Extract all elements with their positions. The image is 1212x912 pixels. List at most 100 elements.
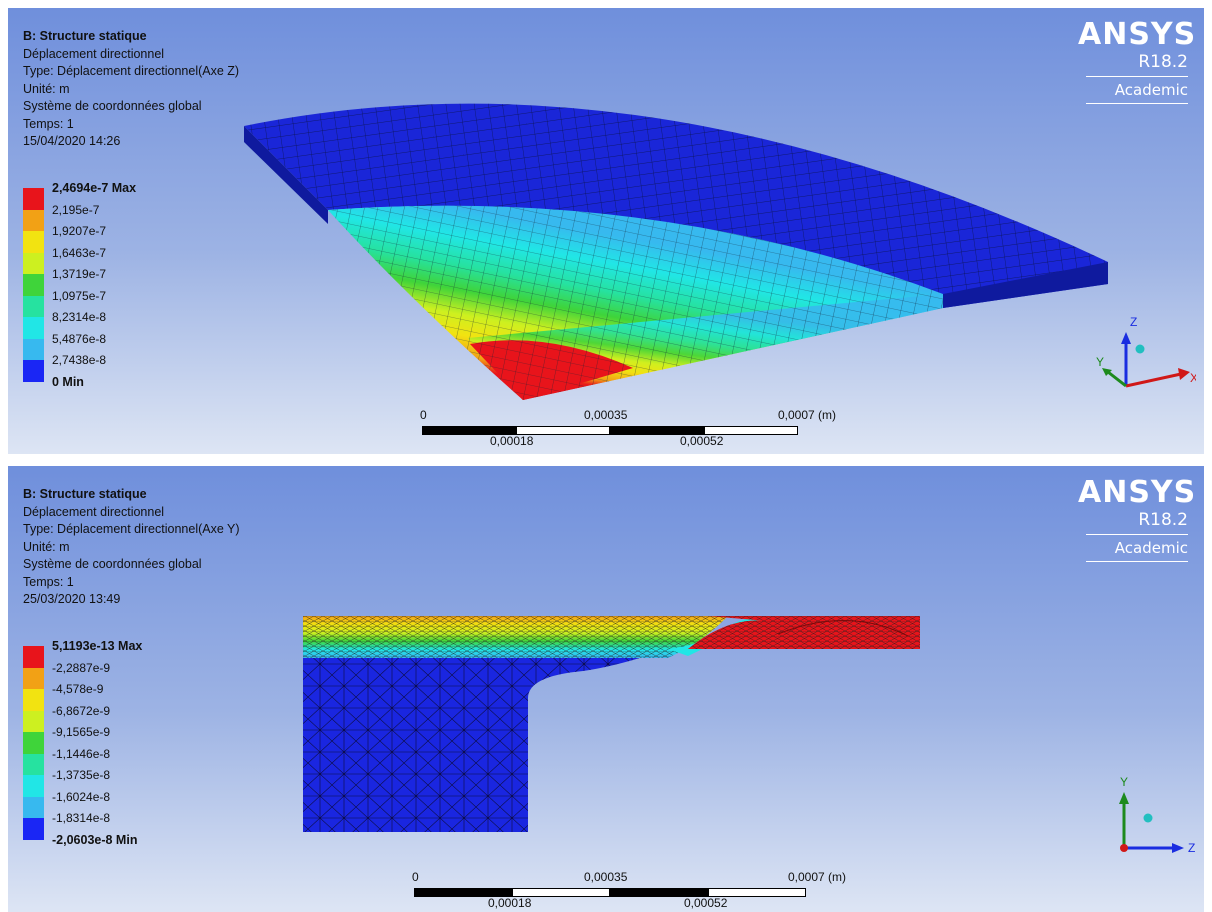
legend-swatch [23, 360, 44, 382]
legend-band: 5,1193e-13 Max [23, 639, 193, 668]
color-legend[interactable]: 5,1193e-13 Max -2,2887e-9 -4,578e-9 -6,8… [23, 639, 193, 847]
legend-label: 5,1193e-13 Max [52, 639, 143, 653]
legend-swatch [23, 775, 44, 797]
legend-swatch [23, 295, 44, 317]
legend-label: 2,4694e-7 Max [52, 181, 137, 195]
result-date: 15/04/2020 14:26 [23, 134, 121, 148]
result-name: Déplacement directionnel [23, 46, 165, 61]
scale-segment [414, 888, 512, 897]
legend-swatch [23, 338, 44, 360]
legend-label: 2,7438e-8 [52, 353, 107, 367]
logo-edition: Academic [1114, 539, 1188, 557]
analysis-title: B: Structure statique [23, 29, 147, 43]
scale-tick-b2: 0,00052 [680, 434, 724, 448]
legend-label: -6,8672e-9 [52, 703, 111, 718]
scale-tick-b1: 0,00018 [490, 434, 534, 448]
legend-label: 1,9207e-7 [52, 224, 107, 238]
legend-band: 1,9207e-7 [23, 224, 193, 253]
legend-band: 1,3719e-7 [23, 267, 193, 296]
legend-min-label: 0 Min [52, 375, 84, 389]
legend-label: 8,2314e-8 [52, 310, 107, 324]
legend-swatch [23, 753, 44, 775]
scale-segment [422, 426, 516, 435]
scale-bar: 0 0,00035 0,0007 (m) 0,00018 0,00052 [412, 868, 846, 912]
scale-tick-0: 0 [420, 408, 427, 422]
scale-tick-0: 0 [412, 870, 419, 884]
legend-band: -1,6024e-8 [23, 790, 193, 818]
logo-version: R18.2 [1138, 52, 1188, 72]
legend-swatch [23, 710, 44, 732]
logo-edition: Academic [1114, 81, 1188, 99]
legend-label: 2,195e-7 [52, 202, 100, 217]
axis-label: Z [1188, 841, 1195, 855]
legend-band: 2,7438e-8 [23, 353, 193, 382]
legend-swatch [23, 689, 44, 711]
legend-swatch [23, 667, 44, 689]
legend-label: -1,1446e-8 [52, 746, 111, 761]
legend-band: 2,4694e-7 Max [23, 181, 193, 210]
scale-segment [708, 888, 806, 897]
legend-swatch [23, 231, 44, 253]
scale-tick-1: 0,00035 [584, 408, 628, 422]
legend-swatch [23, 274, 44, 296]
logo-brand: ANSYS [1078, 475, 1197, 510]
ansys-logo: ANSYS R18.2 Academic [1078, 17, 1197, 104]
logo-brand: ANSYS [1078, 17, 1197, 52]
scale-segment [704, 426, 798, 435]
result-unit: Unité: m [23, 539, 70, 554]
scale-segment [610, 426, 704, 435]
result-date: 25/03/2020 13:49 [23, 592, 121, 606]
scale-tick-b2: 0,00052 [684, 896, 728, 910]
result-info-block: B: Structure statique Déplacement direct… [23, 486, 240, 609]
legend-swatch [23, 796, 44, 818]
result-type: Type: Déplacement directionnel(Axe Y) [23, 522, 240, 536]
result-type: Type: Déplacement directionnel(Axe Z) [23, 64, 240, 78]
color-legend[interactable]: 2,4694e-7 Max 2,195e-7 1,9207e-7 1,6463e… [23, 181, 193, 389]
legend-swatch [23, 818, 44, 840]
scale-tick-b1: 0,00018 [488, 896, 532, 910]
legend-band: -4,578e-9 [23, 682, 193, 711]
scale-tick-2: 0,0007 (m) [778, 408, 837, 422]
legend-label: 5,4876e-8 [52, 331, 107, 346]
ansys-logo: ANSYS R18.2 Academic [1078, 475, 1197, 562]
legend-band: 1,6463e-7 [23, 246, 193, 274]
result-name: Déplacement directionnel [23, 504, 165, 519]
legend-label: 1,0975e-7 [52, 288, 107, 303]
legend-band: -1,8314e-8 [23, 811, 193, 840]
axis-label: Y [1096, 355, 1104, 369]
axis-label: Z [1130, 315, 1137, 329]
legend-swatch [23, 646, 44, 668]
legend-label: -1,6024e-8 [52, 789, 111, 804]
legend-band: 2,195e-7 [23, 203, 193, 231]
legend-band: -2,2887e-9 [23, 661, 193, 689]
legend-min-label: -2,0603e-8 Min [52, 833, 138, 847]
legend-label: -1,3735e-8 [52, 768, 111, 782]
result-time: Temps: 1 [23, 574, 74, 589]
legend-swatch [23, 252, 44, 274]
result-info-block: B: Structure statique Déplacement direct… [23, 28, 239, 151]
legend-label: -9,1565e-9 [52, 725, 111, 739]
legend-band: -1,1446e-8 [23, 747, 193, 775]
scale-tick-1: 0,00035 [584, 870, 628, 884]
legend-label: 1,3719e-7 [52, 267, 107, 281]
legend-label: 1,6463e-7 [52, 245, 107, 260]
result-unit: Unité: m [23, 81, 70, 96]
section-mesh-model[interactable] [8, 466, 1204, 912]
sector-mesh-model[interactable] [8, 8, 1204, 454]
scale-tick-2: 0,0007 (m) [788, 870, 847, 884]
scale-segment [610, 888, 708, 897]
legend-band: -6,8672e-9 [23, 704, 193, 732]
coordinate-system: Système de coordonnées global [23, 99, 202, 113]
result-viewport-y[interactable]: B: Structure statique Déplacement direct… [8, 466, 1204, 912]
legend-band: 8,2314e-8 [23, 310, 193, 339]
result-viewport-z[interactable]: B: Structure statique Déplacement direct… [8, 8, 1204, 454]
legend-swatch [23, 732, 44, 754]
result-time: Temps: 1 [23, 116, 74, 131]
legend-label: -4,578e-9 [52, 682, 104, 696]
legend-band: -1,3735e-8 [23, 768, 193, 797]
axis-triad[interactable]: Z Y X [1086, 304, 1196, 414]
legend-label: -2,2887e-9 [52, 660, 111, 675]
coordinate-system: Système de coordonnées global [23, 557, 202, 571]
axis-triad[interactable]: Y Z [1086, 766, 1196, 876]
legend-swatch [23, 188, 44, 210]
